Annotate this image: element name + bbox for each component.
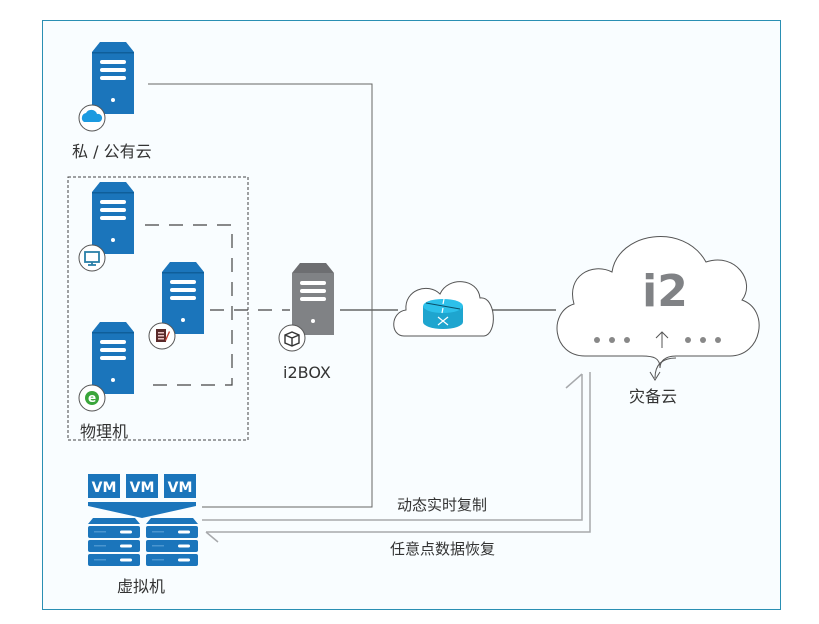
physical-group-box bbox=[67, 176, 249, 441]
replication-arrowhead bbox=[565, 373, 583, 389]
dr-cloud-dots bbox=[594, 337, 721, 343]
connection-lines bbox=[145, 83, 591, 543]
router-icon bbox=[423, 298, 463, 329]
ie-browser-icon: e bbox=[78, 384, 106, 412]
physical-server-2 bbox=[162, 262, 204, 334]
svg-text:e: e bbox=[88, 391, 96, 405]
vm-label: VM bbox=[168, 480, 193, 496]
virtual-label: 虚拟机 bbox=[117, 577, 166, 596]
vm-host-racks bbox=[88, 518, 198, 566]
replication-flow-label: 动态实时复制 bbox=[397, 496, 488, 514]
line-cloud-to-i2box bbox=[148, 83, 373, 508]
i2box-server bbox=[292, 263, 334, 335]
document-edit-icon bbox=[148, 322, 176, 350]
vm-label: VM bbox=[92, 480, 117, 496]
cloud-icon bbox=[78, 104, 106, 132]
recovery-flow-line bbox=[206, 372, 591, 533]
dr-cloud-label: 灾备云 bbox=[629, 387, 678, 406]
physical-server-1 bbox=[92, 182, 134, 254]
physical-server-3 bbox=[92, 322, 134, 394]
dr-cloud bbox=[556, 236, 760, 381]
vm-boxes: VM VM VM bbox=[88, 474, 196, 518]
physical-group-label: 物理机 bbox=[80, 422, 129, 441]
monitor-icon bbox=[78, 244, 106, 272]
recovery-flow-label: 任意点数据恢复 bbox=[390, 540, 496, 558]
vm-label: VM bbox=[130, 480, 155, 496]
i2-logo: i2 bbox=[642, 266, 688, 317]
cloud-source-server bbox=[92, 42, 134, 114]
i2box-label: i2BOX bbox=[283, 363, 331, 382]
dashed-physical-links bbox=[145, 224, 233, 386]
cloud-source-label: 私 / 公有云 bbox=[72, 142, 152, 161]
box-icon bbox=[278, 324, 306, 352]
recovery-arrowhead bbox=[205, 531, 219, 543]
replication-flow-line bbox=[202, 374, 583, 521]
